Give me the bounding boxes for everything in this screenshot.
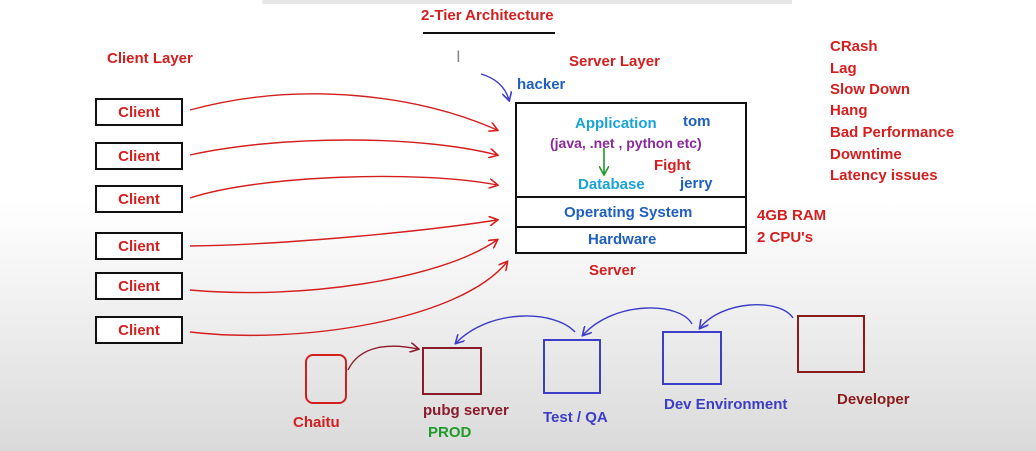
- client-arrow-4: [189, 220, 497, 247]
- developer-label: Developer: [837, 391, 910, 408]
- prod-server-label: pubg server: [423, 402, 509, 419]
- dev-environment-label: Dev Environment: [664, 396, 788, 413]
- chaitu-label: Chaitu: [293, 414, 340, 431]
- issue-item: Slow Down: [830, 81, 910, 98]
- application-box: [515, 102, 747, 198]
- hardware-box: [515, 226, 747, 254]
- database-label: Database: [578, 176, 645, 193]
- client-box-4: Client: [95, 232, 183, 260]
- client-box-5: Client: [95, 272, 183, 300]
- client-box-1: Client: [95, 98, 183, 126]
- test-qa-box: [543, 339, 601, 394]
- server-layer-label: Server Layer: [569, 53, 660, 70]
- diagram-title: 2-Tier Architecture: [421, 7, 554, 24]
- spec-ram: 4GB RAM: [757, 207, 827, 224]
- client-arrow-1: [189, 93, 497, 130]
- top-edge-bar: [262, 0, 792, 4]
- issue-item: Downtime: [830, 146, 902, 163]
- client-box-3: Client: [95, 185, 183, 213]
- client-layer-label: Client Layer: [107, 50, 193, 67]
- issue-item: Latency issues: [830, 167, 938, 184]
- test-to-prod-arrow: [456, 315, 576, 343]
- prod-tag-label: PROD: [428, 424, 472, 441]
- chaitu-box: [305, 354, 347, 404]
- client-box-6: Client: [95, 316, 183, 344]
- developer-to-dev-arrow: [700, 304, 794, 328]
- hacker-arrow: [480, 73, 509, 100]
- hacker-label: hacker: [517, 76, 566, 93]
- client-arrow-3: [189, 175, 497, 199]
- issue-item: CRash: [830, 38, 878, 55]
- application-label: Application: [575, 115, 657, 132]
- languages-label: (java, .net , python etc): [550, 135, 702, 151]
- issue-item: Hang: [830, 102, 868, 119]
- client-arrow-6: [189, 262, 507, 337]
- hardware-label: Hardware: [588, 231, 657, 248]
- fight-label: Fight: [654, 157, 691, 174]
- developer-box: [797, 315, 865, 373]
- spec-cpu: 2 CPU's: [757, 229, 814, 246]
- client-arrow-5: [189, 240, 497, 294]
- issue-item: Lag: [830, 60, 857, 77]
- dev-environment-box: [662, 331, 722, 385]
- issue-item: Bad Performance: [830, 124, 955, 141]
- tom-label: tom: [683, 113, 711, 130]
- os-label: Operating System: [564, 204, 693, 221]
- dev-to-test-arrow: [583, 307, 693, 335]
- chaitu-to-prod-arrow: [347, 346, 418, 371]
- text-cursor-icon: I: [456, 47, 461, 66]
- prod-server-box: [422, 347, 482, 395]
- jerry-label: jerry: [680, 175, 713, 192]
- client-arrow-2: [189, 139, 497, 155]
- test-qa-label: Test / QA: [543, 409, 608, 426]
- title-underline: [423, 32, 555, 34]
- client-box-2: Client: [95, 142, 183, 170]
- server-label: Server: [589, 262, 636, 279]
